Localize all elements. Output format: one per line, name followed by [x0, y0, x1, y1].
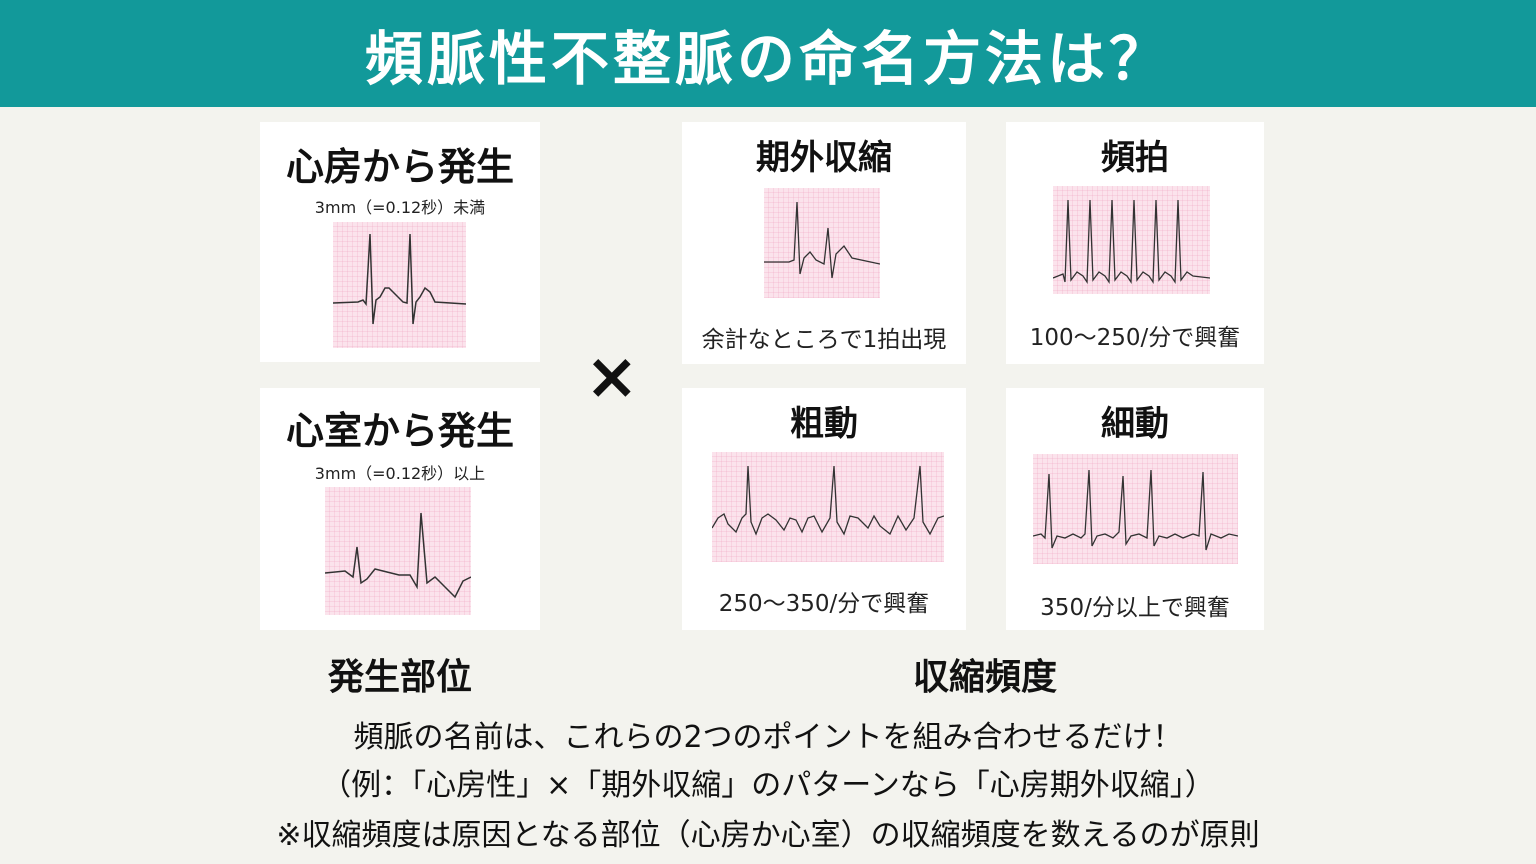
card-atrial-origin: 心房から発生 3mm（=0.12秒）未満 — [260, 122, 540, 362]
label-origin-site: 発生部位 — [327, 657, 473, 698]
note-line-3: ※収縮頻度は原因となる部位（心房か心室）の収縮頻度を数えるのが原則 — [276, 818, 1260, 853]
ecg-strip-flutter — [712, 452, 944, 562]
card-caption: 250～350/分で興奮 — [718, 591, 930, 617]
card-title: 期外収縮 — [756, 138, 892, 178]
card-tachycardia: 頻拍 100～250/分で興奮 — [1006, 122, 1264, 364]
header-banner: 頻脈性不整脈の命名方法は？ — [0, 0, 1536, 107]
ecg-strip-tachycardia — [1053, 186, 1210, 294]
card-title: 心室から発生 — [285, 409, 514, 453]
card-title: 心房から発生 — [285, 145, 514, 189]
card-caption: 100～250/分で興奮 — [1029, 325, 1241, 351]
card-subtitle: 3mm（=0.12秒）未満 — [314, 198, 486, 217]
ecg-strip-premature — [764, 188, 880, 298]
label-contraction-rate: 収縮頻度 — [912, 657, 1058, 698]
page-title: 頻脈性不整脈の命名方法は？ — [364, 24, 1171, 93]
card-caption: 余計なところで1拍出現 — [701, 327, 947, 353]
ecg-strip-wide-qrs — [325, 487, 471, 615]
card-subtitle: 3mm（=0.12秒）以上 — [314, 464, 486, 483]
ecg-strip-fibrillation — [1033, 454, 1238, 564]
card-fibrillation: 細動 350/分以上で興奮 — [1006, 388, 1264, 630]
note-line-2: （例：「心房性」×「期外収縮」のパターンなら「心房期外収縮」） — [321, 768, 1215, 803]
card-caption: 350/分以上で興奮 — [1040, 595, 1230, 621]
card-premature-contraction: 期外収縮 余計なところで1拍出現 — [682, 122, 966, 364]
card-flutter: 粗動 250～350/分で興奮 — [682, 388, 966, 630]
card-title: 頻拍 — [1101, 138, 1169, 178]
ecg-strip-narrow-qrs — [333, 222, 466, 348]
note-line-1: 頻脈の名前は、これらの2つのポイントを組み合わせるだけ！ — [353, 720, 1183, 755]
card-ventricular-origin: 心室から発生 3mm（=0.12秒）以上 — [260, 388, 540, 630]
card-title: 細動 — [1101, 404, 1169, 444]
card-title: 粗動 — [790, 404, 858, 444]
multiply-sign: × — [585, 340, 639, 414]
